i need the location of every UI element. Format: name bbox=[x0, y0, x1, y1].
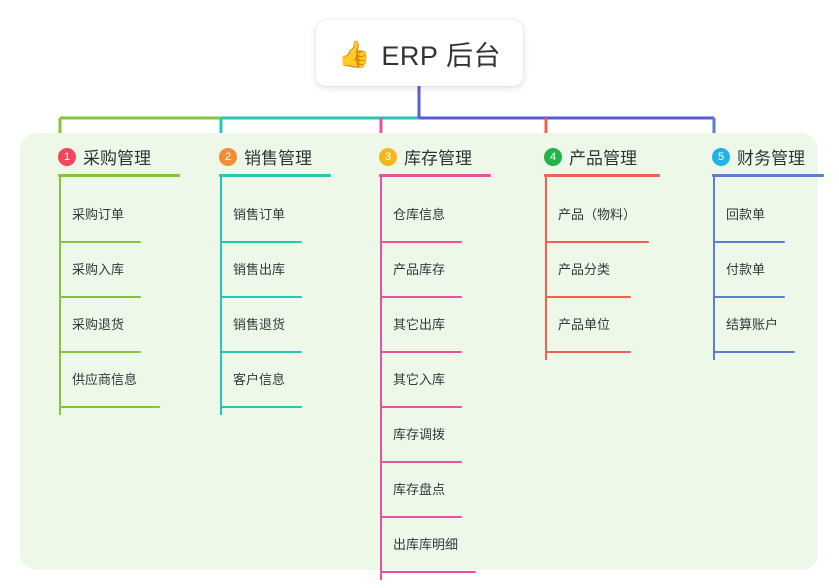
leaf-item-underline bbox=[380, 351, 462, 353]
branch-header-4[interactable]: 4 产品管理 bbox=[544, 144, 637, 169]
leaf-item-underline bbox=[545, 351, 631, 353]
leaf-item-underline bbox=[545, 296, 631, 298]
leaf-item-label: 产品库存 bbox=[393, 262, 446, 277]
leaf-item-label: 采购订单 bbox=[72, 207, 125, 222]
leaf-item[interactable]: 供应商信息 bbox=[59, 353, 160, 408]
leaf-item-label: 其它出库 bbox=[393, 317, 446, 332]
leaf-item-underline bbox=[220, 296, 302, 298]
leaf-item[interactable]: 其它出库 bbox=[380, 298, 462, 353]
branch-header-underline bbox=[379, 174, 491, 177]
leaf-item-underline bbox=[713, 296, 785, 298]
leaf-item-label: 结算账户 bbox=[726, 317, 779, 332]
branch-title: 财务管理 bbox=[737, 149, 805, 168]
leaf-item-label: 回款单 bbox=[726, 207, 766, 222]
leaf-item-label: 产品单位 bbox=[558, 317, 611, 332]
leaf-item[interactable]: 采购退货 bbox=[59, 298, 141, 353]
branch-number-badge: 4 bbox=[544, 147, 562, 166]
leaf-item[interactable]: 采购订单 bbox=[59, 188, 141, 243]
leaf-item-underline bbox=[380, 296, 462, 298]
leaf-item-underline bbox=[380, 241, 462, 243]
leaf-item[interactable]: 产品单位 bbox=[545, 298, 631, 353]
branch-columns: 1 采购管理采购订单采购入库采购退货供应商信息 2 销售管理销售订单销售出库销售退货客… bbox=[20, 133, 824, 580]
leaf-item[interactable]: 产品库存 bbox=[380, 243, 462, 298]
leaf-item-underline bbox=[220, 351, 302, 353]
branch-header-underline bbox=[219, 174, 331, 177]
leaf-item[interactable]: 付款单 bbox=[713, 243, 785, 298]
branch-spine bbox=[380, 177, 382, 580]
branch-header-1[interactable]: 1 采购管理 bbox=[58, 144, 151, 169]
leaf-item-label: 仓库信息 bbox=[393, 207, 446, 222]
leaf-item-label: 库存盘点 bbox=[393, 482, 446, 497]
leaf-item-underline bbox=[59, 296, 141, 298]
branch-header-2[interactable]: 2 销售管理 bbox=[219, 144, 312, 169]
branch-number-badge: 1 bbox=[58, 147, 76, 166]
branch-title: 产品管理 bbox=[569, 149, 637, 168]
leaf-item[interactable]: 出库库明细 bbox=[380, 518, 476, 573]
root-title: ERP 后台 bbox=[381, 40, 501, 71]
branch-spine bbox=[545, 177, 547, 360]
leaf-item-label: 付款单 bbox=[726, 262, 766, 277]
leaf-item-underline bbox=[380, 406, 462, 408]
leaf-item-underline bbox=[59, 351, 141, 353]
leaf-item-label: 产品分类 bbox=[558, 262, 611, 277]
leaf-item-label: 库存调拨 bbox=[393, 427, 446, 442]
leaf-item-label: 销售退货 bbox=[233, 317, 286, 332]
leaf-item-underline bbox=[380, 461, 462, 463]
branch-title: 采购管理 bbox=[83, 149, 151, 168]
branch-number-badge: 3 bbox=[379, 147, 397, 166]
leaf-item-label: 其它入库 bbox=[393, 372, 446, 387]
leaf-item-underline bbox=[220, 241, 302, 243]
leaf-item-underline bbox=[713, 351, 795, 353]
leaf-item[interactable]: 销售退货 bbox=[220, 298, 302, 353]
leaf-item-label: 出库库明细 bbox=[393, 537, 459, 552]
leaf-item-label: 采购入库 bbox=[72, 262, 125, 277]
leaf-item[interactable]: 销售出库 bbox=[220, 243, 302, 298]
branch-number-badge: 5 bbox=[712, 147, 730, 166]
leaf-item[interactable]: 库存调拨 bbox=[380, 408, 462, 463]
leaf-item[interactable]: 库存盘点 bbox=[380, 463, 462, 518]
leaf-item[interactable]: 客户信息 bbox=[220, 353, 302, 408]
leaf-item[interactable]: 仓库信息 bbox=[380, 188, 462, 243]
leaf-item-underline bbox=[59, 406, 160, 408]
thumbs-up-icon: 👍 bbox=[338, 39, 371, 69]
leaf-item[interactable]: 产品分类 bbox=[545, 243, 631, 298]
leaf-item[interactable]: 采购入库 bbox=[59, 243, 141, 298]
branch-header-underline bbox=[712, 174, 824, 177]
branch-title: 销售管理 bbox=[244, 149, 312, 168]
leaf-item-label: 客户信息 bbox=[233, 372, 286, 387]
root-node[interactable]: 👍 ERP 后台 bbox=[316, 20, 523, 86]
branch-number-badge: 2 bbox=[219, 147, 237, 166]
leaf-item-underline bbox=[380, 571, 476, 573]
branch-header-underline bbox=[544, 174, 660, 177]
branch-header-3[interactable]: 3 库存管理 bbox=[379, 144, 472, 169]
leaf-item[interactable]: 结算账户 bbox=[713, 298, 795, 353]
branch-header-underline bbox=[58, 174, 180, 177]
branch-header-5[interactable]: 5 财务管理 bbox=[712, 144, 805, 169]
leaf-item[interactable]: 回款单 bbox=[713, 188, 785, 243]
leaf-item-underline bbox=[380, 516, 462, 518]
leaf-item-label: 供应商信息 bbox=[72, 372, 138, 387]
leaf-item-label: 销售订单 bbox=[233, 207, 286, 222]
leaf-item-label: 采购退货 bbox=[72, 317, 125, 332]
branch-title: 库存管理 bbox=[404, 149, 472, 168]
branch-spine bbox=[713, 177, 715, 360]
leaf-item[interactable]: 其它入库 bbox=[380, 353, 462, 408]
leaf-item-underline bbox=[220, 406, 302, 408]
leaf-item-underline bbox=[59, 241, 141, 243]
leaf-item[interactable]: 产品（物料） bbox=[545, 188, 649, 243]
leaf-item-underline bbox=[713, 241, 785, 243]
leaf-item-label: 产品（物料） bbox=[558, 207, 637, 222]
leaf-item-label: 销售出库 bbox=[233, 262, 286, 277]
leaf-item-underline bbox=[545, 241, 649, 243]
leaf-item[interactable]: 销售订单 bbox=[220, 188, 302, 243]
